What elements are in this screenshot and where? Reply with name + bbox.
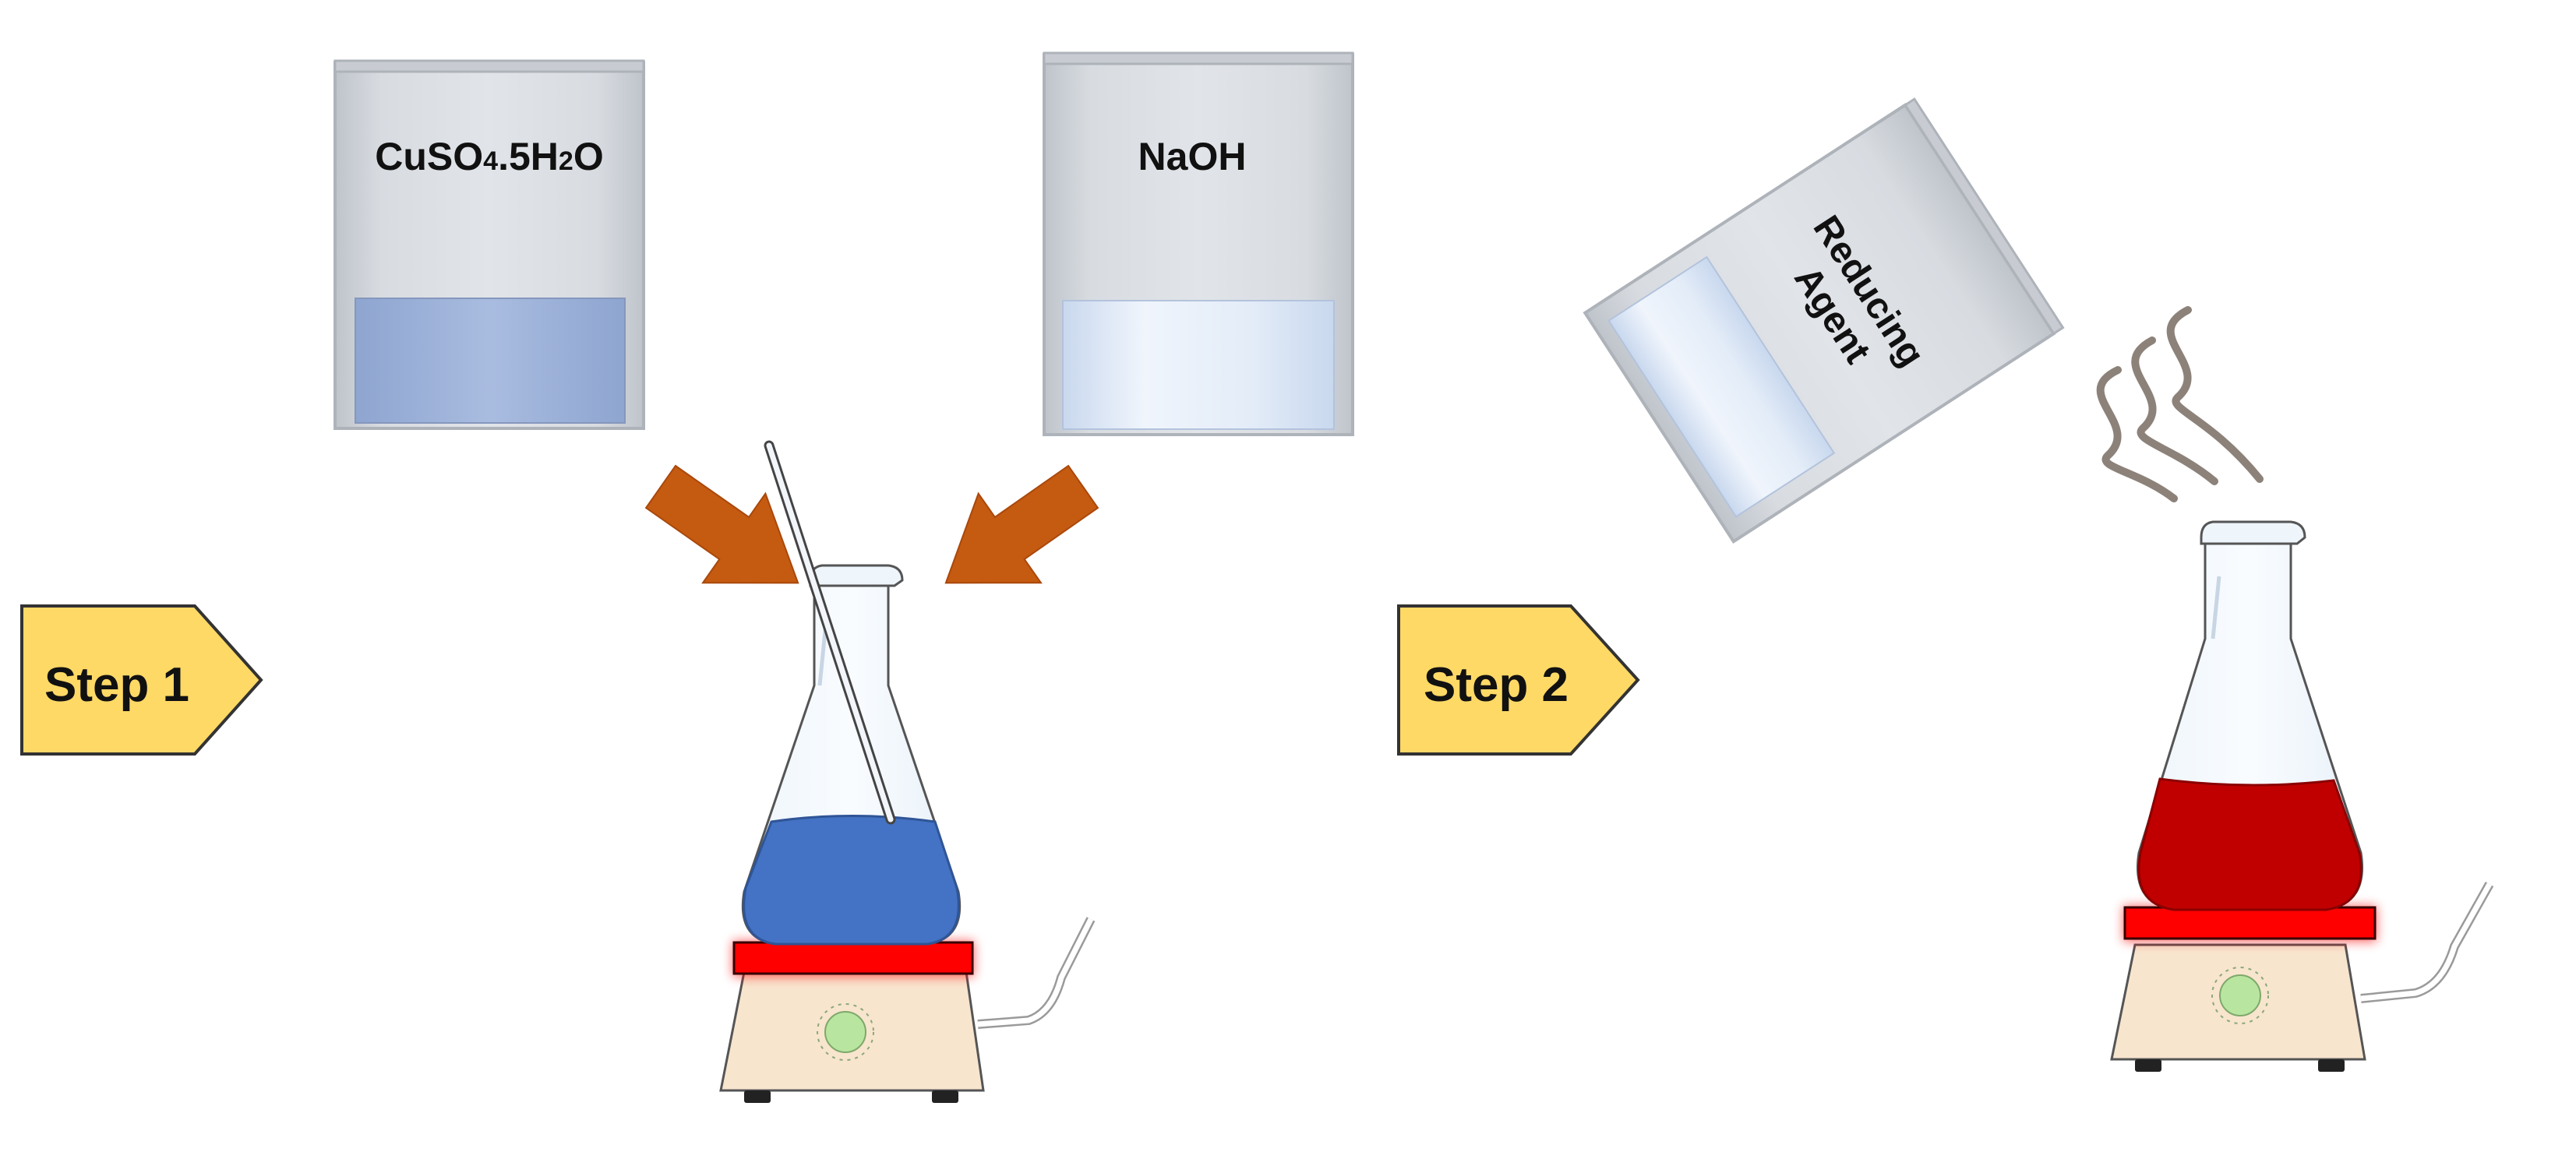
hot-plate-cord-step-1 [977, 917, 1096, 1029]
flask-2-solution [2137, 777, 2363, 911]
steam-line-3 [2166, 306, 2264, 483]
steam-line-2 [2131, 336, 2218, 485]
naoh-beaker: NaOH [1043, 51, 1354, 436]
cuso4-label: CuSO4.5H2O [375, 135, 603, 178]
steam-line-1 [2096, 366, 2178, 502]
pour-arrow-right [944, 464, 1099, 584]
step-2-arrow-shape [1397, 604, 1640, 756]
step-1-arrow-shape [20, 604, 263, 756]
erlenmeyer-flask-step-2 [2137, 520, 2363, 911]
step-1-text: Step 1 [44, 658, 189, 712]
hot-plate-top-step-1 [732, 941, 974, 975]
hot-plate-step-1 [719, 917, 1096, 1103]
hot-plate-cord-step-2 [2360, 882, 2494, 1003]
pour-arrow-left [644, 464, 799, 584]
step-1-label: Step 1 [20, 604, 263, 756]
hot-plate-step-2 [2110, 882, 2494, 1072]
cuso4-beaker: CuSO4.5H2O [333, 59, 645, 430]
hot-plate-top-step-2 [2123, 906, 2377, 940]
erlenmeyer-flask-step-1 [741, 564, 962, 946]
step-2-label: Step 2 [1397, 604, 1640, 756]
steam-lines [2096, 306, 2264, 502]
reducing-agent-beaker: Reducing Agent [1583, 97, 2065, 544]
cuso4-liquid [355, 298, 626, 424]
hot-plate-knob-step-2 [2219, 974, 2261, 1016]
glass-stirring-rod [764, 440, 896, 825]
hot-plate-knob-step-1 [824, 1011, 866, 1053]
naoh-liquid [1062, 300, 1335, 430]
reducing-agent-liquid [1607, 255, 1836, 518]
naoh-label: NaOH [1138, 135, 1247, 178]
step-2-text: Step 2 [1424, 658, 1569, 712]
flask-1-solution [743, 815, 960, 946]
